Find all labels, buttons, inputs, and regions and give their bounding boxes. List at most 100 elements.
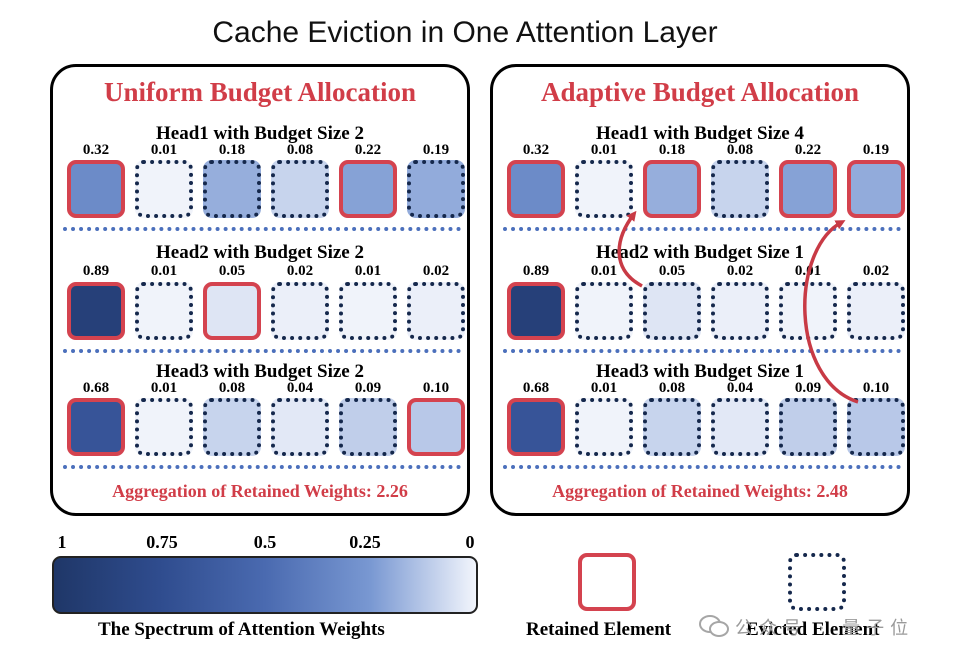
weight-value: 0.01 — [590, 142, 618, 158]
head-separator — [503, 349, 901, 353]
weight-value: 0.05 — [218, 263, 246, 279]
evicted-legend-box — [788, 553, 846, 611]
evicted-cell — [271, 282, 329, 340]
weight-value: 0.09 — [794, 380, 822, 396]
evicted-cell — [135, 398, 193, 456]
weight-value: 0.18 — [658, 142, 686, 158]
panel-title: Uniform Budget Allocation — [103, 77, 416, 107]
evicted-cell — [271, 398, 329, 456]
colorbar-label: The Spectrum of Attention Weights — [98, 619, 385, 640]
head-separator — [503, 227, 901, 231]
evicted-cell — [135, 160, 193, 218]
weight-value: 0.32 — [82, 142, 110, 158]
evicted-cell — [643, 398, 701, 456]
retained-cell — [67, 398, 125, 456]
retained-cell — [67, 282, 125, 340]
evicted-cell — [711, 398, 769, 456]
weight-value: 0.19 — [422, 142, 450, 158]
evicted-cell — [711, 160, 769, 218]
weight-value: 0.22 — [354, 142, 382, 158]
evicted-cell — [271, 160, 329, 218]
weight-value: 0.01 — [590, 380, 618, 396]
weight-value: 0.02 — [726, 263, 754, 279]
weight-value: 0.10 — [422, 380, 450, 396]
weight-value: 0.01 — [354, 263, 382, 279]
retained-cell — [507, 160, 565, 218]
evicted-cell — [135, 282, 193, 340]
retained-cell — [67, 160, 125, 218]
evicted-cell — [711, 282, 769, 340]
weight-value: 0.19 — [862, 142, 890, 158]
evicted-cell — [779, 282, 837, 340]
attention-colorbar — [52, 556, 478, 614]
head-title: Head2 with Budget Size 2 — [156, 242, 364, 263]
evicted-cell — [339, 282, 397, 340]
weight-value: 0.04 — [286, 380, 314, 396]
evicted-cell — [575, 398, 633, 456]
aggregation-text: Aggregation of Retained Weights: 2.26 — [112, 481, 408, 501]
weight-value: 0.18 — [218, 142, 246, 158]
retained-cell — [847, 160, 905, 218]
colorbar-tick: 0.75 — [146, 532, 178, 552]
weight-value: 0.01 — [794, 263, 822, 279]
weight-value: 0.68 — [82, 380, 110, 396]
weight-value: 0.08 — [726, 142, 754, 158]
weight-value: 0.02 — [862, 263, 890, 279]
colorbar-tick: 0.5 — [253, 532, 277, 552]
evicted-legend-label: Evicted Element — [746, 619, 880, 640]
head-separator — [63, 349, 461, 353]
evicted-cell — [847, 282, 905, 340]
weight-value: 0.08 — [286, 142, 314, 158]
head-separator — [503, 465, 901, 469]
weight-value: 0.68 — [522, 380, 550, 396]
evicted-cell — [339, 398, 397, 456]
head-title: Head3 with Budget Size 2 — [156, 361, 364, 382]
wechat-icon — [699, 615, 729, 637]
weight-value: 0.01 — [150, 263, 178, 279]
head-separator — [63, 227, 461, 231]
evicted-cell — [575, 282, 633, 340]
head-title: Head2 with Budget Size 1 — [596, 242, 804, 263]
retained-cell — [407, 398, 465, 456]
evicted-cell — [407, 282, 465, 340]
weight-value: 0.89 — [82, 263, 110, 279]
evicted-cell — [203, 160, 261, 218]
retained-legend-box — [578, 553, 636, 611]
main-title: Cache Eviction in One Attention Layer — [212, 16, 718, 49]
head-title: Head1 with Budget Size 2 — [156, 123, 364, 144]
colorbar-tick: 1 — [57, 532, 67, 552]
weight-value: 0.02 — [286, 263, 314, 279]
watermark: 公众号 · 量子位 — [699, 612, 935, 642]
retained-cell — [507, 398, 565, 456]
head-title: Head1 with Budget Size 4 — [596, 123, 804, 144]
weight-value: 0.01 — [590, 263, 618, 279]
weight-value: 0.05 — [658, 263, 686, 279]
retained-cell — [203, 282, 261, 340]
colorbar-tick: 0 — [465, 532, 475, 552]
retained-cell — [507, 282, 565, 340]
weight-value: 0.10 — [862, 380, 890, 396]
evicted-cell — [407, 160, 465, 218]
colorbar-tick: 0.25 — [349, 532, 381, 552]
weight-value: 0.09 — [354, 380, 382, 396]
weight-value: 0.08 — [218, 380, 246, 396]
evicted-cell — [575, 160, 633, 218]
weight-value: 0.02 — [422, 263, 450, 279]
weight-value: 0.08 — [658, 380, 686, 396]
head-title: Head3 with Budget Size 1 — [596, 361, 804, 382]
weight-value: 0.32 — [522, 142, 550, 158]
weight-value: 0.89 — [522, 263, 550, 279]
evicted-cell — [643, 282, 701, 340]
evicted-cell — [847, 398, 905, 456]
evicted-cell — [779, 398, 837, 456]
retained-cell — [643, 160, 701, 218]
weight-value: 0.04 — [726, 380, 754, 396]
weight-value: 0.01 — [150, 380, 178, 396]
evicted-cell — [203, 398, 261, 456]
retained-cell — [779, 160, 837, 218]
watermark-text: 公众号 · 量子位 — [735, 618, 915, 639]
head-separator — [63, 465, 461, 469]
aggregation-text: Aggregation of Retained Weights: 2.48 — [552, 481, 848, 501]
weight-value: 0.22 — [794, 142, 822, 158]
retained-cell — [339, 160, 397, 218]
